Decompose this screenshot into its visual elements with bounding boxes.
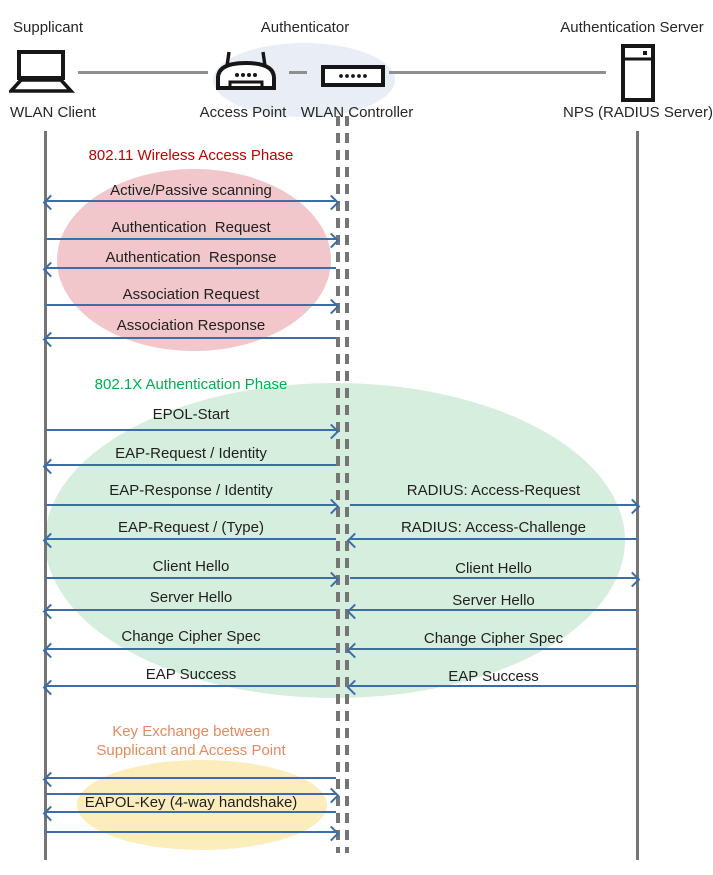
message-label: RADIUS: Access-Challenge bbox=[400, 519, 587, 536]
message-client-hello: Client Hello bbox=[350, 0, 641, 875]
node-nps-radius-server: NPS (RADIUS Server) bbox=[562, 104, 713, 121]
phase-title-8021x-authentication: 802.1X Authentication Phase bbox=[94, 376, 288, 393]
message-label: Association Request bbox=[122, 286, 260, 303]
message-arrow-line bbox=[46, 787, 340, 803]
message-arrow-line bbox=[46, 232, 340, 248]
message-label: Client Hello bbox=[455, 560, 532, 577]
message-label: Association Response bbox=[116, 317, 266, 334]
message-epol-start: EPOL-Start bbox=[46, 0, 340, 875]
message-eap-request-identity: EAP-Request / Identity bbox=[42, 0, 336, 875]
role-authenticator: Authenticator bbox=[260, 19, 350, 36]
link-line-ap-controller bbox=[289, 71, 307, 74]
message-label: Change Cipher Spec bbox=[121, 628, 261, 645]
message-change-cipher-spec: Change Cipher Spec bbox=[42, 0, 336, 875]
message-change-cipher-spec: Change Cipher Spec bbox=[346, 0, 637, 875]
message-arrow-line bbox=[46, 825, 340, 841]
message-label: Server Hello bbox=[452, 592, 535, 609]
node-access-point: Access Point bbox=[199, 104, 287, 121]
message-arrow-line bbox=[42, 805, 336, 821]
message-label: EAP Success bbox=[145, 666, 237, 683]
wlan-controller-icon bbox=[321, 65, 385, 87]
capwap-tunnel-dashed-line-left bbox=[336, 116, 340, 853]
message-association-response: Association Response bbox=[42, 0, 336, 875]
message-active-passive-scanning: Active/Passive scanning bbox=[42, 0, 340, 875]
message-arrow-line bbox=[42, 194, 340, 210]
message-authentication-response: Authentication Response bbox=[42, 0, 336, 875]
message-eapol-key-4-way-handshake: EAPOL-Key (4-way handshake) bbox=[42, 0, 336, 875]
message-arrow-line bbox=[42, 603, 336, 619]
role-supplicant: Supplicant bbox=[13, 19, 84, 36]
phase1-ellipse bbox=[57, 169, 331, 351]
message-label: Client Hello bbox=[152, 558, 230, 575]
phase-title-80211-wireless-access: 802.11 Wireless Access Phase bbox=[88, 147, 294, 164]
role-authentication-server: Authentication Server bbox=[560, 19, 704, 36]
supplicant-lifeline bbox=[44, 131, 47, 860]
node-wlan-client: WLAN Client bbox=[10, 104, 96, 121]
message-arrow-line bbox=[46, 423, 340, 439]
link-line-controller-server bbox=[389, 71, 606, 74]
message-label: Authentication Response bbox=[105, 249, 277, 266]
message-eap-success: EAP Success bbox=[42, 0, 336, 875]
message-arrow-line bbox=[42, 642, 336, 658]
message-label: Authentication Request bbox=[111, 219, 271, 236]
message-arrow-793 bbox=[46, 0, 340, 875]
message-arrow-line bbox=[42, 771, 336, 787]
message-arrow-line bbox=[346, 603, 637, 619]
message-label: RADIUS: Access-Request bbox=[406, 482, 581, 499]
message-label: Change Cipher Spec bbox=[423, 630, 564, 647]
message-authentication-request: Authentication Request bbox=[46, 0, 340, 875]
message-eap-success: EAP Success bbox=[346, 0, 637, 875]
message-label: Active/Passive scanning bbox=[110, 182, 272, 199]
message-arrow-line bbox=[346, 642, 637, 658]
message-arrow-line bbox=[42, 331, 336, 347]
message-arrow-777 bbox=[42, 0, 336, 875]
message-label: EAP Success bbox=[448, 668, 539, 685]
message-arrow-line bbox=[42, 532, 336, 548]
phase-title-key-exchange-line1: Key Exchange between bbox=[112, 723, 270, 740]
node-wlan-controller: WLAN Controller bbox=[300, 104, 414, 121]
link-line-client-ap bbox=[78, 71, 208, 74]
message-label: EPOL-Start bbox=[152, 406, 230, 423]
phase-title-key-exchange: Key Exchange between Supplicant and Acce… bbox=[45, 722, 337, 760]
message-radius-access-request: RADIUS: Access-Request bbox=[350, 0, 641, 875]
phase2-ellipse bbox=[45, 383, 625, 698]
message-arrow-line bbox=[346, 532, 637, 548]
phase3-ellipse bbox=[77, 760, 327, 850]
access-point-icon bbox=[216, 51, 276, 90]
message-client-hello: Client Hello bbox=[46, 0, 340, 875]
message-eap-response-identity: EAP-Response / Identity bbox=[46, 0, 340, 875]
laptop-icon bbox=[9, 50, 75, 93]
message-label: EAP-Response / Identity bbox=[109, 482, 273, 499]
message-arrow-line bbox=[350, 498, 641, 514]
message-arrow-line bbox=[346, 679, 637, 695]
message-arrow-line bbox=[350, 571, 641, 587]
message-label: EAP-Request / Identity bbox=[115, 445, 267, 462]
message-association-request: Association Request bbox=[46, 0, 340, 875]
message-arrow-line bbox=[46, 298, 340, 314]
message-eap-request-type: EAP-Request / (Type) bbox=[42, 0, 336, 875]
message-arrow-line bbox=[42, 679, 336, 695]
message-arrow-line bbox=[46, 498, 340, 514]
message-arrow-831 bbox=[46, 0, 340, 875]
message-arrow-line bbox=[46, 571, 340, 587]
message-label: EAP-Request / (Type) bbox=[118, 519, 264, 536]
message-label: EAPOL-Key (4-way handshake) bbox=[84, 794, 298, 811]
phase-title-key-exchange-line2: Supplicant and Access Point bbox=[96, 742, 286, 759]
message-server-hello: Server Hello bbox=[42, 0, 336, 875]
server-icon bbox=[621, 44, 655, 102]
message-radius-access-challenge: RADIUS: Access-Challenge bbox=[346, 0, 637, 875]
capwap-tunnel-dashed-line-right bbox=[345, 116, 349, 853]
message-arrow-line bbox=[42, 458, 336, 474]
message-label: Server Hello bbox=[149, 589, 233, 606]
message-arrow-line bbox=[42, 261, 336, 277]
server-lifeline bbox=[636, 131, 639, 860]
message-server-hello: Server Hello bbox=[346, 0, 637, 875]
